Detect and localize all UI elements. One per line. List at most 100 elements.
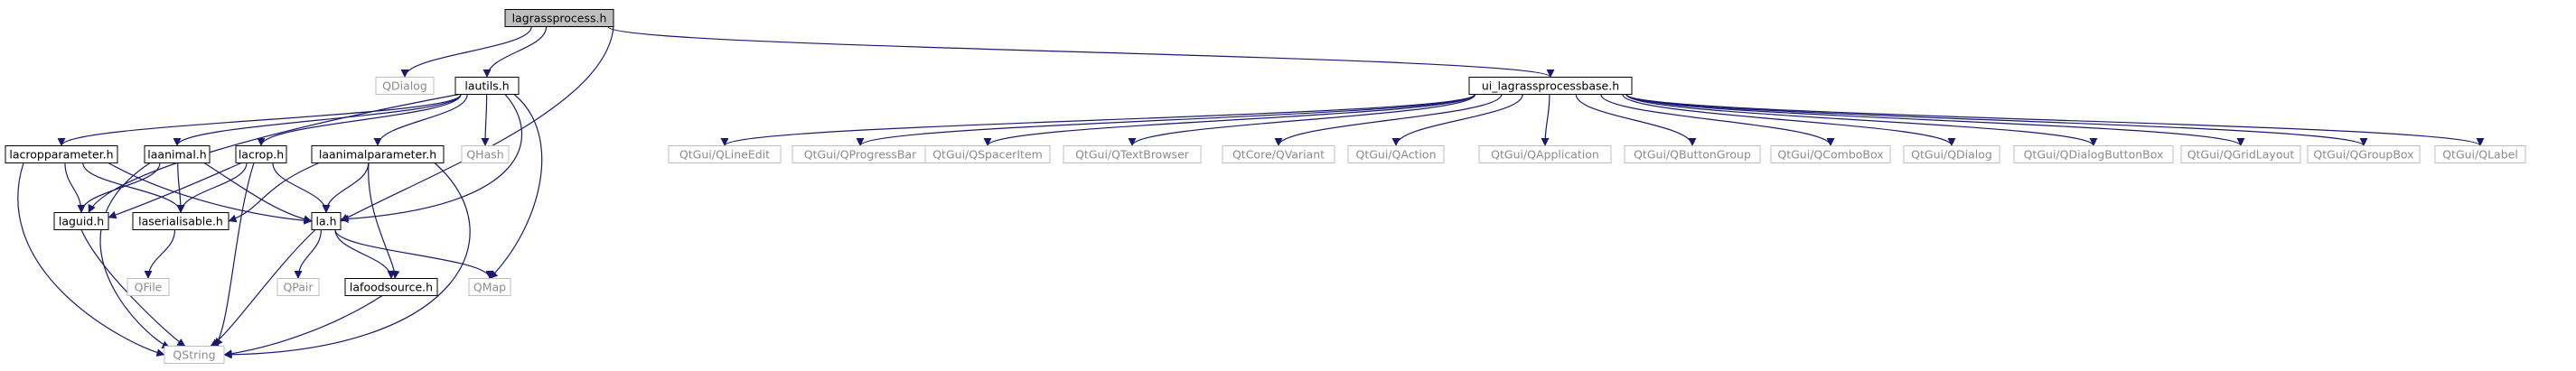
node-label-q_dialogbuttonbox: QtGui/QDialogButtonBox [2024, 148, 2164, 162]
node-q_textbrowser: QtGui/QTextBrowser [1063, 145, 1202, 163]
edge-ui_base-to-q_dialog [1622, 94, 1956, 146]
node-box-q_label [2434, 145, 2526, 163]
node-laguid[interactable]: laguid.h [53, 212, 109, 230]
edge-lautils-to-lacrop [257, 94, 462, 146]
node-box-q_gridlayout [2180, 145, 2301, 163]
node-label-laserialisable: laserialisable.h [138, 215, 223, 228]
node-label-lacrop: lacrop.h [239, 148, 284, 162]
edge-lautils-to-qmap [489, 94, 543, 279]
node-label-q_action: QtGui/QAction [1355, 148, 1436, 162]
edge-ui_base-to-q_variant [1274, 94, 1503, 146]
node-box-lacropparameter [5, 145, 118, 163]
node-q_progressbar: QtGui/QProgressBar [792, 145, 929, 163]
node-label-q_groupbox: QtGui/QGroupBox [2313, 148, 2413, 162]
edge-laanimal-to-la [203, 162, 313, 224]
node-label-la: la.h [315, 215, 336, 228]
edge-la-to-lafoodsource [334, 229, 396, 279]
node-label-q_progressbar: QtGui/QProgressBar [804, 148, 917, 162]
edge-ui_base-to-q_application [1541, 94, 1550, 146]
node-label-q_buttongroup: QtGui/QButtonGroup [1634, 148, 1751, 162]
node-label-ui_base: ui_lagrassprocessbase.h [1482, 79, 1619, 93]
node-q_action: QtGui/QAction [1347, 145, 1445, 163]
node-box-qstring [164, 346, 225, 364]
node-lagrassprocess[interactable]: lagrassprocess.h [504, 9, 614, 27]
edge-ui_base-to-q_action [1391, 94, 1523, 146]
node-box-ui_base [1468, 77, 1633, 95]
node-box-lautils [454, 77, 520, 95]
node-box-q_dialogbuttonbox [2013, 145, 2174, 163]
edge-lacropparameter-to-qstring [17, 162, 165, 357]
edge-lacrop-to-laguid [108, 162, 242, 219]
edge-la-to-qmap [334, 229, 494, 279]
node-box-q_groupbox [2307, 145, 2421, 163]
node-q_spaceritem: QtGui/QSpacerItem [924, 145, 1051, 163]
node-laanimal[interactable]: laanimal.h [144, 145, 211, 163]
edge-ui_base-to-q_buttongroup [1575, 94, 1697, 146]
node-label-lagrassprocess: lagrassprocess.h [512, 12, 607, 25]
node-q_application: QtGui/QApplication [1478, 145, 1612, 163]
edge-laanimalparameter-to-qstring [223, 162, 471, 359]
node-q_dialog: QtGui/QDialog [1903, 145, 2000, 163]
node-box-q_textbrowser [1063, 145, 1202, 163]
node-lautils[interactable]: lautils.h [454, 77, 520, 95]
node-label-laguid: laguid.h [59, 215, 104, 228]
node-qmap: QMap [468, 278, 511, 296]
edge-lagrassprocess-to-ui_base [607, 25, 1555, 79]
node-label-laanimalparameter: laanimalparameter.h [319, 148, 436, 162]
node-lacropparameter[interactable]: lacropparameter.h [5, 145, 118, 163]
node-q_variant: QtCore/QVariant [1222, 145, 1335, 163]
node-label-q_lineedit: QtGui/QLineEdit [679, 148, 770, 162]
node-box-qdialog [375, 77, 435, 95]
node-label-q_variant: QtCore/QVariant [1232, 148, 1325, 162]
edge-laanimalparameter-to-laserialisable [228, 162, 320, 223]
node-q_lineedit: QtGui/QLineEdit [668, 145, 782, 163]
edge-lautils-to-qhash [481, 94, 490, 146]
node-ui_base[interactable]: ui_lagrassprocessbase.h [1468, 77, 1633, 95]
edge-la-to-qstring [210, 229, 316, 348]
node-box-laanimal [144, 145, 211, 163]
node-q_groupbox: QtGui/QGroupBox [2307, 145, 2421, 163]
node-laserialisable[interactable]: laserialisable.h [132, 212, 229, 230]
node-qstring: QString [164, 346, 225, 364]
node-label-q_application: QtGui/QApplication [1491, 148, 1599, 162]
node-q_dialogbuttonbox: QtGui/QDialogButtonBox [2013, 145, 2174, 163]
node-label-lacropparameter: lacropparameter.h [9, 148, 113, 162]
edge-ui_base-to-q_spaceritem [983, 93, 1475, 147]
node-label-lafoodsource: lafoodsource.h [350, 281, 433, 294]
node-box-qhash [461, 145, 510, 163]
node-label-lautils: lautils.h [464, 79, 509, 93]
edge-lautils-to-laguid [88, 93, 460, 213]
node-label-qstring: QString [173, 348, 215, 362]
edge-laanimal-to-laserialisable [176, 162, 185, 213]
node-box-lafoodsource [344, 278, 438, 296]
edge-ui_base-to-q_progressbar [856, 93, 1475, 147]
edge-laguid-to-qstring [80, 229, 186, 347]
node-laanimalparameter[interactable]: laanimalparameter.h [311, 145, 445, 163]
node-label-q_spaceritem: QtGui/QSpacerItem [932, 148, 1043, 162]
edges-layer [17, 25, 2485, 359]
edge-ui_base-to-q_textbrowser [1128, 94, 1476, 146]
node-q_buttongroup: QtGui/QButtonGroup [1624, 145, 1761, 163]
node-box-qmap [468, 278, 511, 296]
edge-laserialisable-to-qfile [144, 229, 176, 279]
edge-laanimalparameter-to-lafoodsource [368, 162, 400, 279]
edge-lautils-to-la [340, 94, 523, 223]
edge-ui_base-to-q_label [1625, 93, 2485, 147]
node-box-q_dialog [1903, 145, 2000, 163]
node-lacrop[interactable]: lacrop.h [235, 145, 287, 163]
edge-lagrassprocess-to-qdialog [400, 26, 532, 78]
node-box-qfile [126, 278, 170, 296]
node-label-q_combobox: QtGui/QComboBox [1777, 148, 1883, 162]
edge-lacropparameter-to-laserialisable [82, 162, 185, 213]
node-label-q_label: QtGui/QLabel [2442, 148, 2518, 162]
node-lafoodsource[interactable]: lafoodsource.h [344, 278, 438, 296]
node-label-qdialog: QDialog [382, 79, 427, 93]
node-label-qmap: QMap [473, 281, 506, 294]
node-box-laserialisable [132, 212, 229, 230]
edge-ui_base-to-q_lineedit [720, 93, 1475, 147]
node-box-q_buttongroup [1624, 145, 1761, 163]
node-la[interactable]: la.h [311, 212, 342, 230]
node-label-q_textbrowser: QtGui/QTextBrowser [1075, 148, 1190, 162]
